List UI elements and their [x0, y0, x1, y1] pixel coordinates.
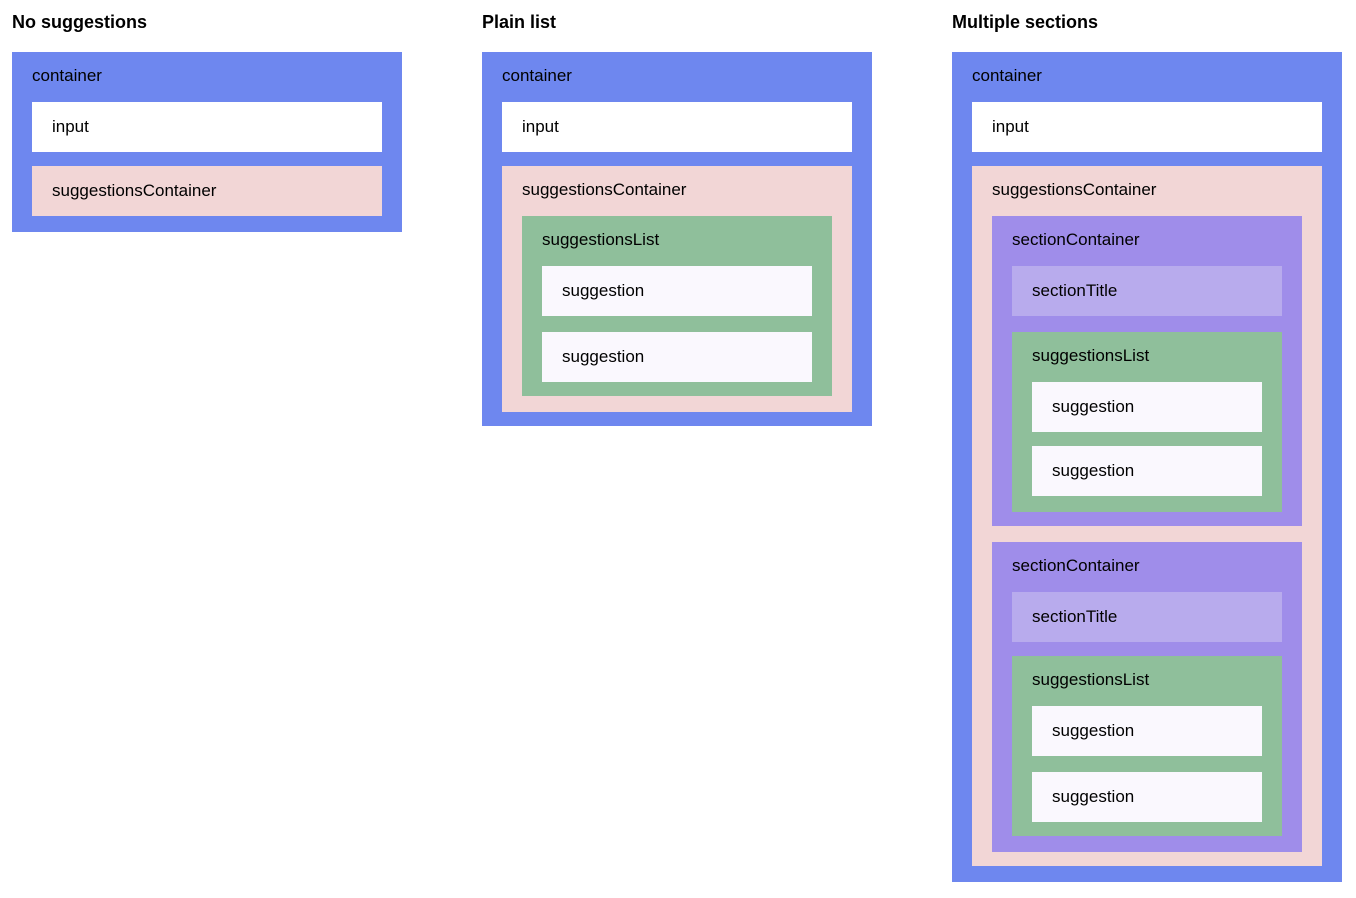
section-container-label: sectionContainer: [1012, 556, 1140, 575]
section-container-label: sectionContainer: [1012, 230, 1140, 249]
suggestion-item: suggestion: [1032, 446, 1262, 496]
suggestions-container-box: suggestionsContainer sectionContainer se…: [972, 166, 1322, 866]
column-title-plain-list: Plain list: [482, 12, 557, 32]
suggestions-container-label: suggestionsContainer: [52, 181, 217, 200]
suggestions-container-box: suggestionsContainer suggestionsList sug…: [502, 166, 852, 412]
suggestion-label: suggestion: [1052, 721, 1135, 740]
suggestion-item: suggestion: [1032, 772, 1262, 822]
suggestion-item: suggestion: [542, 266, 812, 316]
input-label: input: [52, 117, 89, 136]
input-box: input: [502, 102, 852, 152]
column-title-no-suggestions: No suggestions: [12, 12, 148, 32]
suggestions-list-box: suggestionsList suggestion suggestion: [522, 216, 832, 396]
suggestions-container-label: suggestionsContainer: [992, 180, 1157, 199]
suggestions-container-box: suggestionsContainer: [32, 166, 382, 216]
section-title-label: sectionTitle: [1032, 607, 1118, 626]
suggestions-container-label: suggestionsContainer: [522, 180, 687, 199]
suggestion-label: suggestion: [1052, 461, 1135, 480]
suggestion-label: suggestion: [562, 281, 645, 300]
input-label: input: [992, 117, 1029, 136]
suggestions-list-label: suggestionsList: [1032, 670, 1150, 689]
suggestion-item: suggestion: [1032, 706, 1262, 756]
column-title-multiple-sections: Multiple sections: [952, 12, 1099, 32]
section-title-label: sectionTitle: [1032, 281, 1118, 300]
suggestions-list-box: suggestionsList suggestion suggestion: [1012, 332, 1282, 512]
input-box: input: [972, 102, 1322, 152]
suggestions-list-box: suggestionsList suggestion suggestion: [1012, 656, 1282, 836]
section-container-box: sectionContainer sectionTitle suggestion…: [992, 216, 1302, 526]
section-container-box: sectionContainer sectionTitle suggestion…: [992, 542, 1302, 852]
container-box: container input suggestionsContainer sec…: [952, 52, 1342, 882]
suggestion-item: suggestion: [1032, 382, 1262, 432]
container-box: container input suggestionsContainer sug…: [482, 52, 872, 426]
suggestion-item: suggestion: [542, 332, 812, 382]
container-label: container: [32, 66, 102, 85]
suggestions-list-label: suggestionsList: [1032, 346, 1150, 365]
input-label: input: [522, 117, 559, 136]
suggestion-label: suggestion: [562, 347, 645, 366]
container-label: container: [502, 66, 572, 85]
section-title-box: sectionTitle: [1012, 266, 1282, 316]
container-label: container: [972, 66, 1042, 85]
section-title-box: sectionTitle: [1012, 592, 1282, 642]
suggestion-label: suggestion: [1052, 787, 1135, 806]
input-box: input: [32, 102, 382, 152]
suggestion-label: suggestion: [1052, 397, 1135, 416]
container-box: container input suggestionsContainer: [12, 52, 402, 232]
suggestions-list-label: suggestionsList: [542, 230, 660, 249]
